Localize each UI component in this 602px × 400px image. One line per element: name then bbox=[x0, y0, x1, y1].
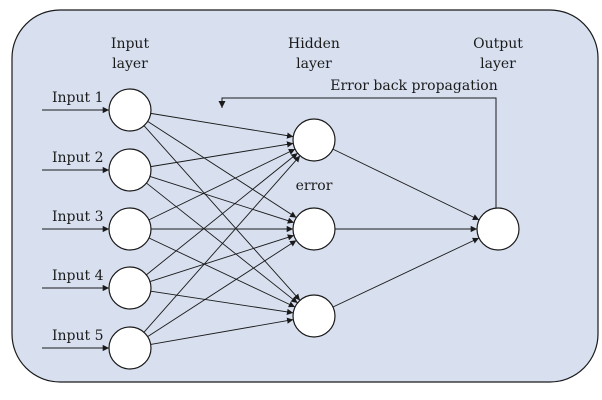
hidden-layer-title-line1: Hidden bbox=[288, 36, 340, 52]
input-layer-title-line1: Input bbox=[111, 36, 150, 52]
hidden-node-3 bbox=[292, 294, 336, 338]
connection-input3-hidden3 bbox=[148, 237, 296, 308]
input-node-5 bbox=[108, 326, 152, 370]
input-node-2 bbox=[108, 148, 152, 192]
error-label: error bbox=[296, 178, 333, 194]
error-back-propagation-label: Error back propagation bbox=[330, 78, 498, 94]
connection-input5-hidden2 bbox=[147, 240, 297, 337]
connection-input4-hidden3 bbox=[150, 290, 294, 316]
hidden-node-2 bbox=[292, 207, 336, 251]
connection-hidden3-output bbox=[332, 237, 480, 308]
connection-input2-hidden1 bbox=[150, 141, 294, 168]
connection-input5-hidden1 bbox=[143, 155, 301, 333]
connection-input1-hidden2 bbox=[147, 121, 297, 218]
connection-input2-hidden3 bbox=[146, 182, 298, 304]
connection-input4-hidden2 bbox=[149, 234, 295, 283]
input-label-4: Input 4 bbox=[52, 268, 104, 284]
connection-input5-hidden3 bbox=[150, 317, 294, 345]
connection-input4-hidden1 bbox=[146, 152, 298, 276]
input-label-2: Input 2 bbox=[52, 150, 104, 166]
connection-input1-hidden3 bbox=[143, 125, 301, 301]
input-node-1 bbox=[108, 88, 152, 132]
input-node-3 bbox=[108, 207, 152, 251]
input-label-5: Input 5 bbox=[52, 328, 104, 344]
input-label-1: Input 1 bbox=[52, 90, 104, 106]
input-label-3: Input 3 bbox=[52, 209, 104, 225]
hidden-layer-title-line2: layer bbox=[296, 56, 332, 72]
error-back-propagation-arrow bbox=[218, 97, 497, 208]
connection-hidden1-output bbox=[332, 148, 480, 221]
diagram-background bbox=[11, 9, 599, 383]
connection-input2-hidden2 bbox=[149, 175, 295, 224]
output-node bbox=[476, 207, 520, 251]
hidden-node-1 bbox=[292, 118, 336, 162]
connection-input3-hidden1 bbox=[148, 148, 296, 221]
output-layer-title-line2: layer bbox=[480, 56, 516, 72]
output-layer-title-line1: Output bbox=[473, 36, 523, 52]
input-node-4 bbox=[108, 266, 152, 310]
connection-input1-hidden1 bbox=[150, 112, 294, 139]
input-layer-title-line2: layer bbox=[112, 56, 148, 72]
